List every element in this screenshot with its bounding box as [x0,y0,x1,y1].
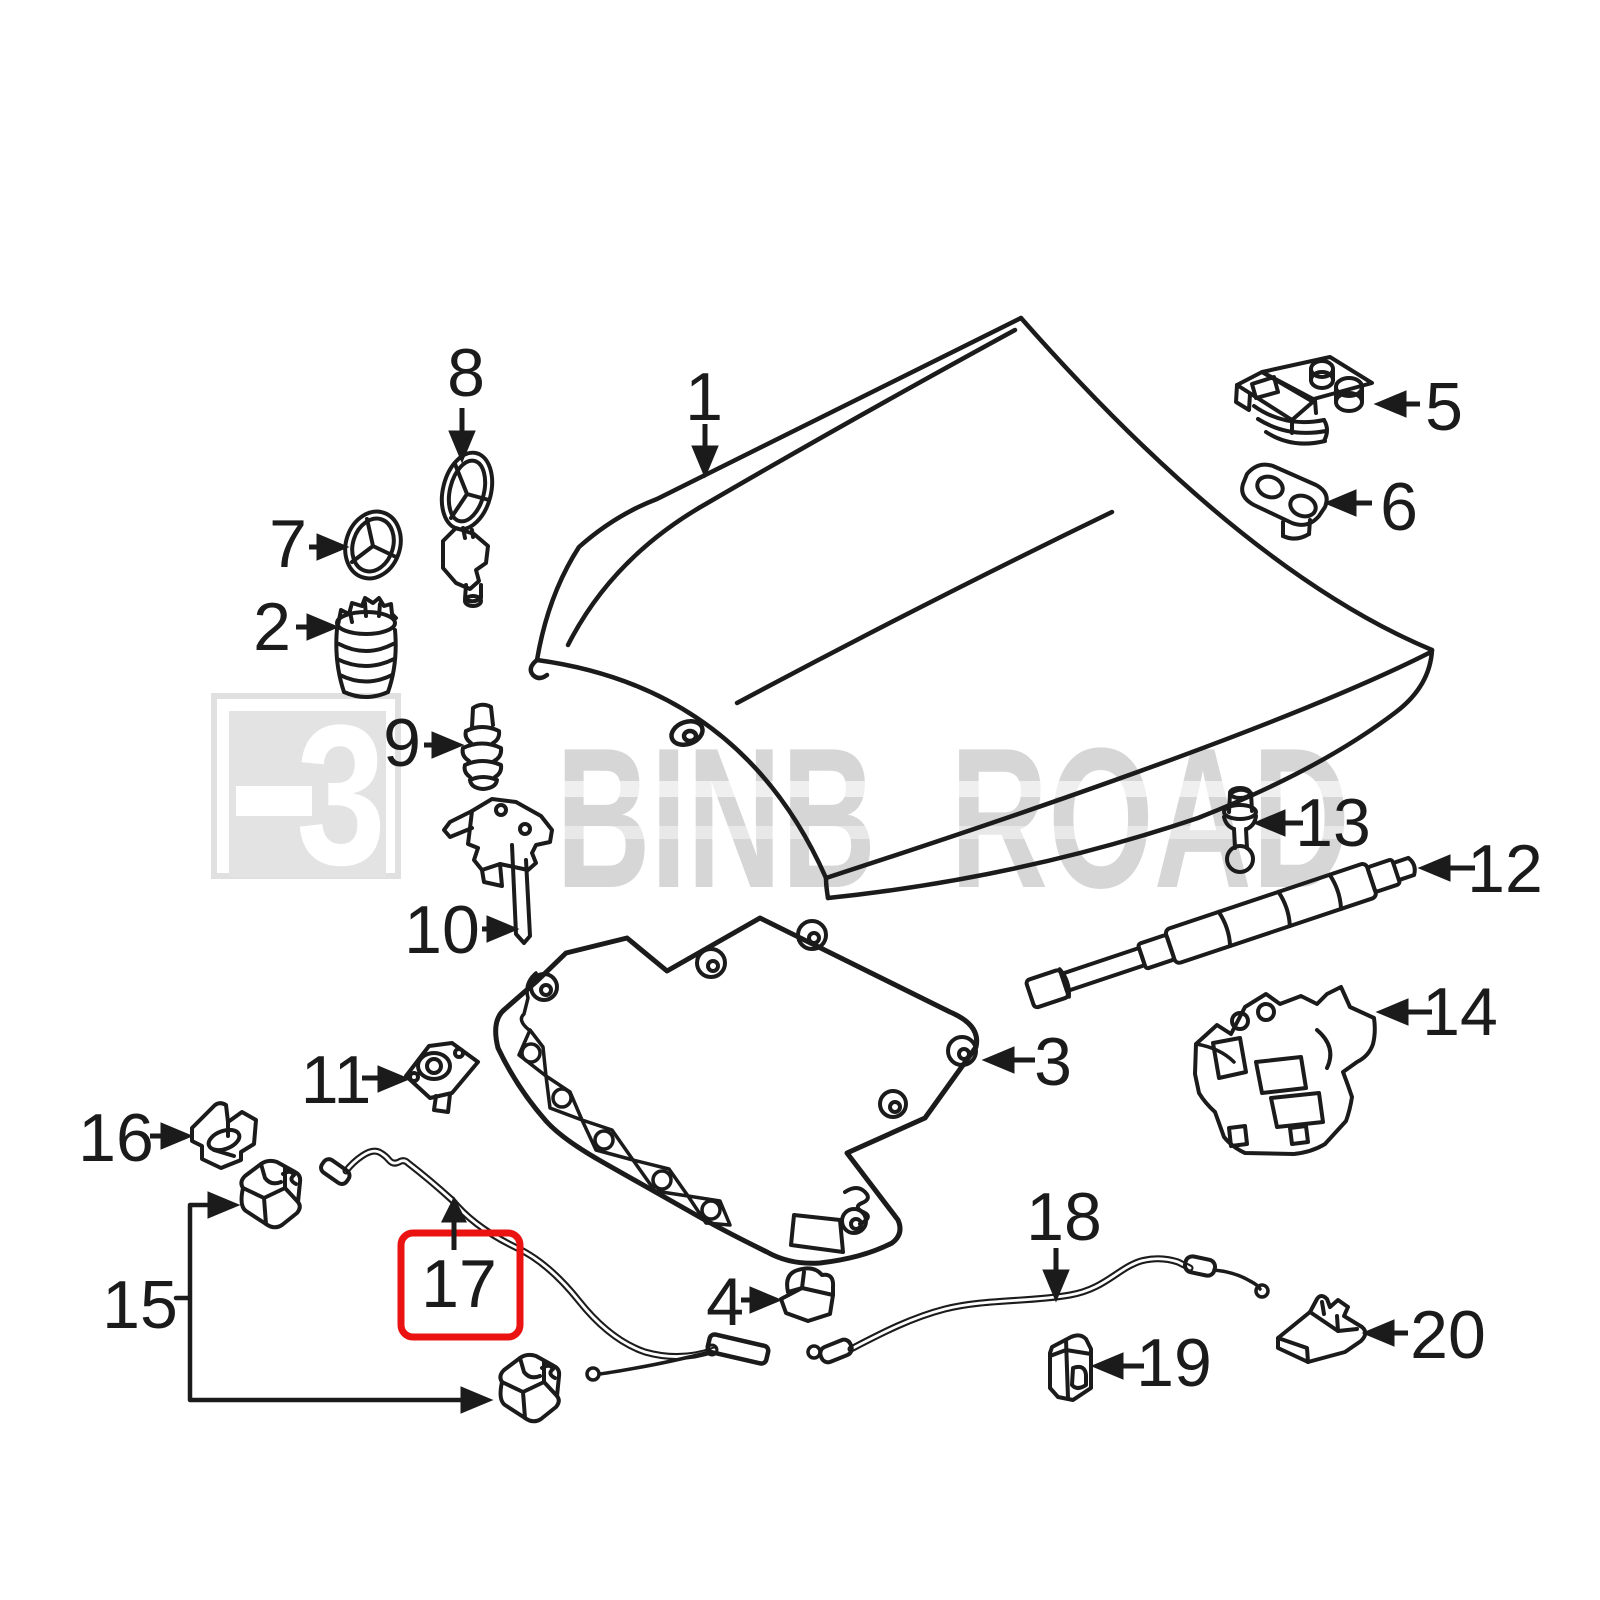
svg-text:14: 14 [1422,974,1498,1050]
svg-text:15: 15 [102,1267,178,1343]
svg-text:2: 2 [253,589,291,665]
svg-text:3: 3 [296,684,386,907]
svg-text:17: 17 [421,1246,497,1322]
svg-text:3: 3 [1034,1024,1072,1100]
svg-text:20: 20 [1410,1297,1486,1373]
svg-text:18: 18 [1026,1179,1102,1255]
svg-text:BINB: BINB [556,707,876,930]
svg-text:11: 11 [301,1042,372,1118]
svg-text:10: 10 [404,892,480,968]
svg-text:9: 9 [383,705,421,781]
svg-text:1: 1 [685,359,723,435]
svg-text:5: 5 [1425,369,1463,445]
svg-text:4: 4 [706,1264,744,1340]
svg-text:13: 13 [1295,785,1371,861]
svg-text:8: 8 [447,335,485,411]
svg-text:12: 12 [1467,831,1543,907]
svg-text:7: 7 [269,506,307,582]
svg-text:16: 16 [78,1100,154,1176]
svg-text:6: 6 [1380,469,1418,545]
svg-text:19: 19 [1136,1325,1212,1401]
